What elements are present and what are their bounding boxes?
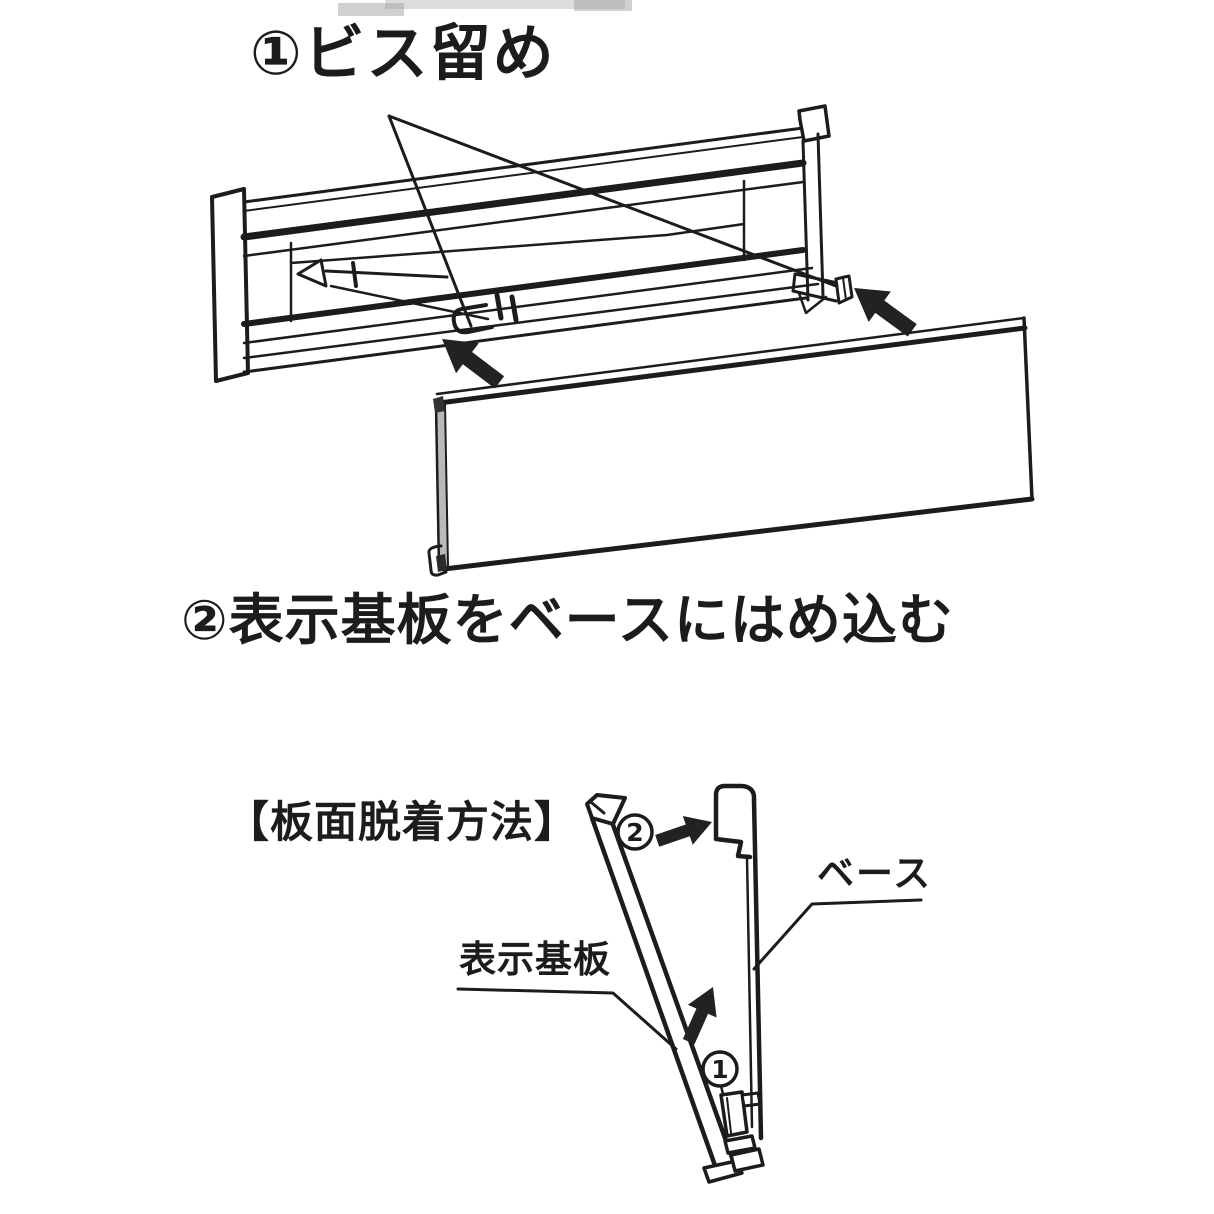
right-screw-head-line xyxy=(842,277,847,301)
rail-top-band xyxy=(240,159,807,241)
smudge-left xyxy=(338,3,404,16)
marker-top-label: 2 xyxy=(626,818,643,847)
rail-right-flange xyxy=(797,104,831,143)
detail-board-top-hook xyxy=(585,793,627,826)
panel-left-edge-outer xyxy=(434,403,441,570)
detail-board-edge-right xyxy=(609,819,738,1169)
left-screw-collar xyxy=(351,261,358,288)
left-screw-head xyxy=(296,258,328,288)
panel-bottom-left-tab xyxy=(436,554,447,572)
insert-arrows xyxy=(442,288,917,389)
detail-section-title: 【板面脱着方法】 xyxy=(226,798,578,848)
leader-to-right-screw xyxy=(387,114,838,288)
rail-left-cap xyxy=(210,187,250,383)
rail-top-edge-2 xyxy=(243,136,804,212)
step1-label: ①ビス留め xyxy=(250,18,556,89)
insert-arrow-right xyxy=(854,288,917,337)
rail-bottom-line-3 xyxy=(242,296,808,374)
detail-base-bottom-hook-2 xyxy=(729,1147,765,1173)
marker-bottom-label: 1 xyxy=(711,1055,728,1084)
smudge-band xyxy=(385,0,625,9)
panel-bottom-edge xyxy=(441,496,1035,572)
right-screw xyxy=(791,272,854,315)
detail-base-vertical xyxy=(751,797,764,1141)
detail-base-inner-line xyxy=(745,856,754,1129)
rail-top-edge-1 xyxy=(242,126,805,204)
panel-left-edge-inner xyxy=(444,402,449,567)
detail-base-bottom-hook-1 xyxy=(723,1134,757,1155)
rail-bottom-line-2 xyxy=(242,282,820,360)
detail-markers: 2 1 xyxy=(616,813,739,1096)
panel-top-edge-thick xyxy=(436,325,1028,406)
base-rail-drawing xyxy=(210,104,854,383)
bottom-screw-clip xyxy=(451,303,494,335)
rail-groove-line xyxy=(242,180,805,258)
marker-bottom-connector xyxy=(719,1084,725,1096)
rail-inner-horizontal-1 xyxy=(289,222,746,265)
detail-board-tab-line xyxy=(726,1097,732,1134)
rail-right-vertical-2 xyxy=(816,132,825,298)
detail-base xyxy=(713,783,765,1173)
bottom-screw-wing-2 xyxy=(509,294,519,323)
detail-arrow-right xyxy=(655,815,712,847)
detail-board xyxy=(585,793,762,1184)
panel-bottom-left-hook xyxy=(427,544,448,577)
board-label-leader xyxy=(456,987,678,1051)
detail-arrow-up xyxy=(682,987,717,1045)
left-screw-shaft xyxy=(324,269,449,279)
left-screw-guide-line xyxy=(329,284,490,321)
insert-arrow-left xyxy=(442,339,505,389)
smudge-right xyxy=(574,0,632,11)
rail-bottom-line-1 xyxy=(242,266,814,345)
detail-board-edge-left xyxy=(589,815,721,1177)
bottom-screw-wing-1 xyxy=(494,292,504,321)
label-leaders xyxy=(456,898,923,1051)
left-screw xyxy=(296,258,490,321)
leader-to-bottom-screw xyxy=(387,114,473,328)
display-panel-drawing xyxy=(427,316,1035,577)
detail-drawing: 2 1 xyxy=(456,783,923,1184)
base-label-leader xyxy=(752,898,923,971)
bottom-screw xyxy=(451,292,519,335)
panel-right-edge xyxy=(1022,316,1034,501)
detail-board-top-notch xyxy=(590,801,606,815)
rail-inner-horizontal-2 xyxy=(289,255,746,321)
top-edge-smudge xyxy=(338,0,632,16)
board-label: 表示基板 xyxy=(459,938,611,981)
marker-top-circle xyxy=(616,813,654,851)
detail-base-top-hook xyxy=(713,783,757,860)
step2-label: ②表示基板をベースにはめ込む xyxy=(181,588,954,652)
right-screw-fin xyxy=(797,291,828,315)
panel-top-edge-thin xyxy=(435,316,1026,396)
base-label: ベース xyxy=(817,852,933,895)
panel-top-left-hook xyxy=(433,396,445,413)
